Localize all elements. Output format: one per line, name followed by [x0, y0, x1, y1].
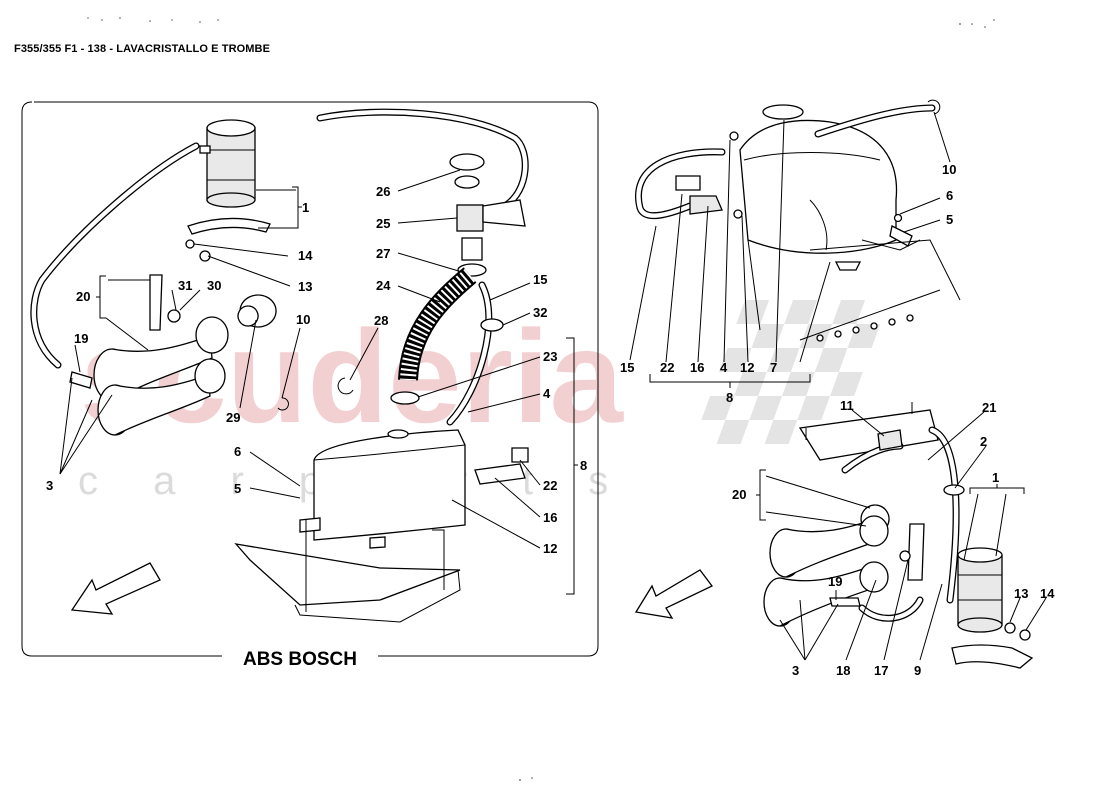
callout-14: 14	[298, 248, 313, 263]
callout-15: 15	[620, 360, 634, 375]
page-title: F355/355 F1 - 138 - LAVACRISTALLO E TROM…	[14, 43, 271, 55]
callout-22: 22	[543, 478, 557, 493]
direction-arrow-icon	[634, 569, 713, 619]
callout-22: 22	[660, 360, 674, 375]
callout-10: 10	[296, 312, 310, 327]
callout-17: 17	[874, 663, 888, 678]
callout-24: 24	[376, 278, 391, 293]
checkered-flag-icon	[701, 300, 881, 444]
filler-neck	[390, 153, 526, 426]
callout-31: 31	[178, 278, 192, 293]
callout-3: 3	[792, 663, 799, 678]
callout-29: 29	[226, 410, 240, 425]
callout-13: 13	[298, 279, 312, 294]
callout-26: 26	[376, 184, 390, 199]
mounting-bracket	[234, 529, 461, 623]
callout-8: 8	[726, 390, 733, 405]
reservoir-upper	[635, 99, 941, 271]
callout-7: 7	[770, 360, 777, 375]
callout-30: 30	[207, 278, 221, 293]
callout-4: 4	[543, 386, 551, 401]
body-structure	[747, 239, 961, 342]
callout-19: 19	[74, 331, 88, 346]
callout-21: 21	[982, 400, 996, 415]
left-callout-leaders	[59, 169, 578, 612]
callout-27: 27	[376, 246, 390, 261]
callout-14: 14	[1040, 586, 1055, 601]
callout-6: 6	[946, 188, 953, 203]
callout-5: 5	[946, 212, 953, 227]
left-callout-labels: 1 14 13 20 31 30 19 3 29 10 28 26 25 27 …	[46, 184, 587, 556]
left-panel-abs-bosch: ABS BOSCH	[21, 101, 599, 670]
horn-assembly	[69, 274, 354, 436]
callout-3: 3	[46, 478, 53, 493]
callout-9: 9	[914, 663, 921, 678]
callout-16: 16	[543, 510, 557, 525]
callout-8: 8	[580, 458, 587, 473]
horn-assembly-right	[763, 402, 1034, 669]
callout-11: 11	[840, 398, 854, 413]
callout-10: 10	[942, 162, 956, 177]
washer-reservoir	[299, 429, 529, 549]
callout-23: 23	[543, 349, 557, 364]
scan-specks	[87, 17, 995, 781]
callout-4: 4	[720, 360, 728, 375]
panel-caption: ABS BOSCH	[243, 649, 357, 670]
panel-frame	[21, 101, 599, 657]
callout-25: 25	[376, 216, 390, 231]
callout-12: 12	[543, 541, 557, 556]
callout-20: 20	[732, 487, 746, 502]
right-panel	[634, 99, 1034, 669]
callout-32: 32	[533, 305, 547, 320]
callout-12: 12	[740, 360, 754, 375]
direction-arrow-icon	[70, 562, 161, 615]
callout-18: 18	[836, 663, 850, 678]
callout-1: 1	[992, 470, 999, 485]
callout-13: 13	[1014, 586, 1028, 601]
right-callout-leaders	[629, 111, 1047, 661]
callout-5: 5	[234, 481, 241, 496]
right-callout-labels: 10 6 5 15 22 16 4 12 7 8 11 21 2 1 20 19…	[620, 162, 1055, 678]
callout-28: 28	[374, 313, 388, 328]
callout-1: 1	[302, 200, 309, 215]
callout-15: 15	[533, 272, 547, 287]
callout-6: 6	[234, 444, 241, 459]
callout-19: 19	[828, 574, 842, 589]
callout-16: 16	[690, 360, 704, 375]
callout-2: 2	[980, 434, 987, 449]
callout-20: 20	[76, 289, 90, 304]
